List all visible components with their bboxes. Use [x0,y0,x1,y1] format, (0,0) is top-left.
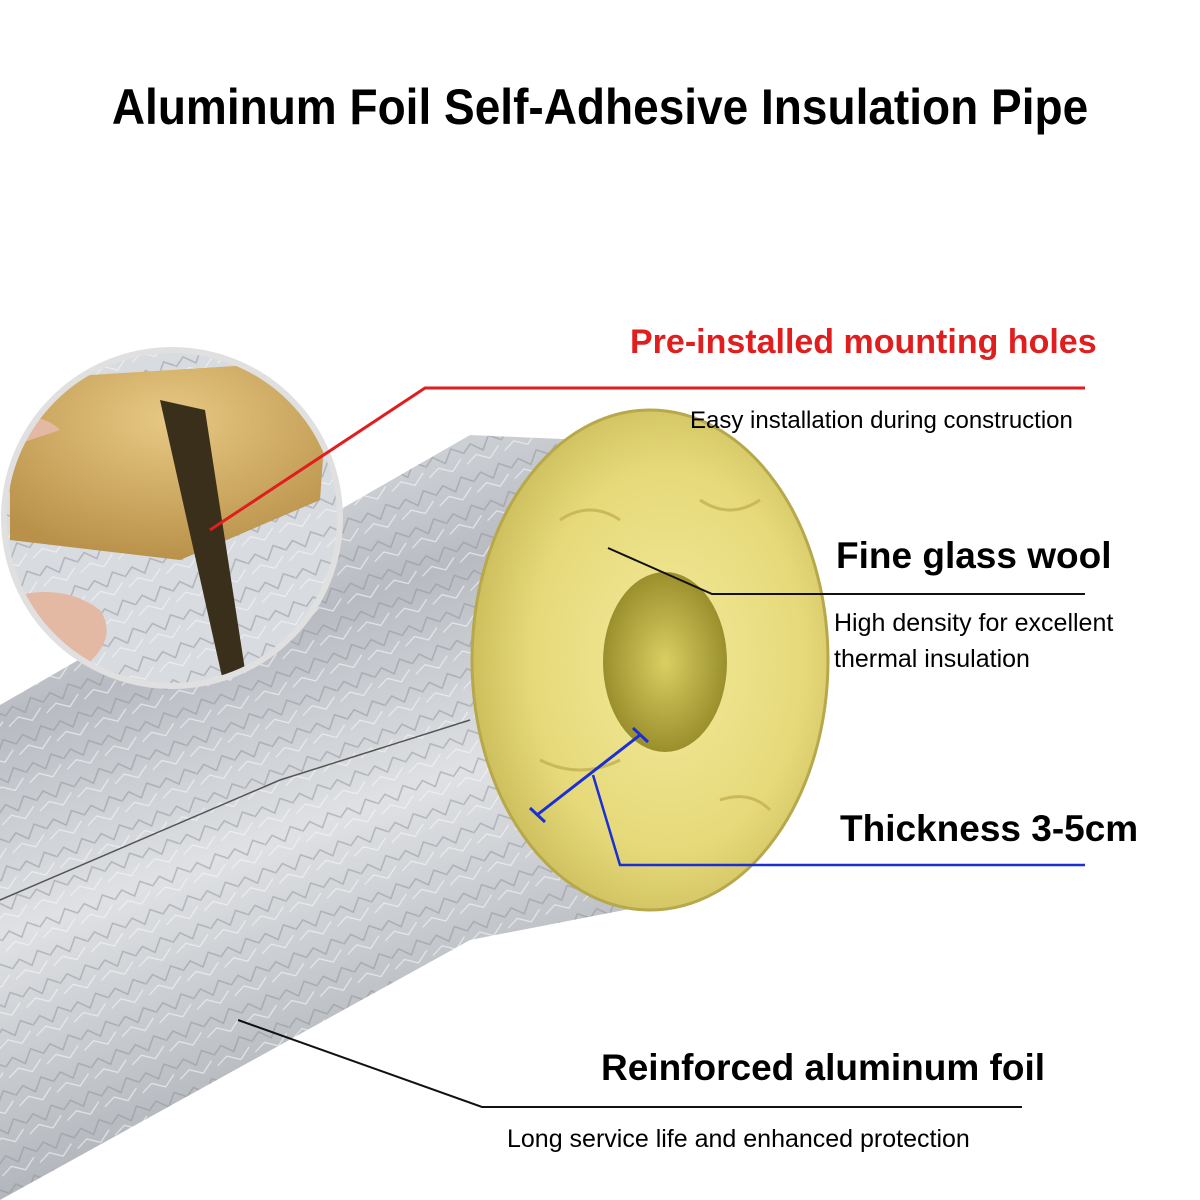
aluminum-foil-heading: Reinforced aluminum foil [601,1047,1046,1088]
page-title: Aluminum Foil Self-Adhesive Insulation P… [111,79,1089,135]
thickness-leader [528,726,1085,867]
foil-leader [237,1019,1022,1108]
glass-wool-detail: High density for excellent thermal insul… [834,609,1114,673]
thickness-heading: Thickness 3-5cm [840,808,1139,849]
mounting-holes-heading: Pre-installed mounting holes [630,323,1097,361]
glass-wool-heading: Fine glass wool [836,535,1112,576]
mounting-holes-detail: Easy installation during construction [690,407,1073,434]
aluminum-foil-detail: Long service life and enhanced protectio… [507,1125,970,1153]
glass-wool-leader [607,547,1085,595]
pipe-bore [603,572,727,752]
mounting-leader [209,386,1085,532]
glass-wool-end [470,408,830,912]
